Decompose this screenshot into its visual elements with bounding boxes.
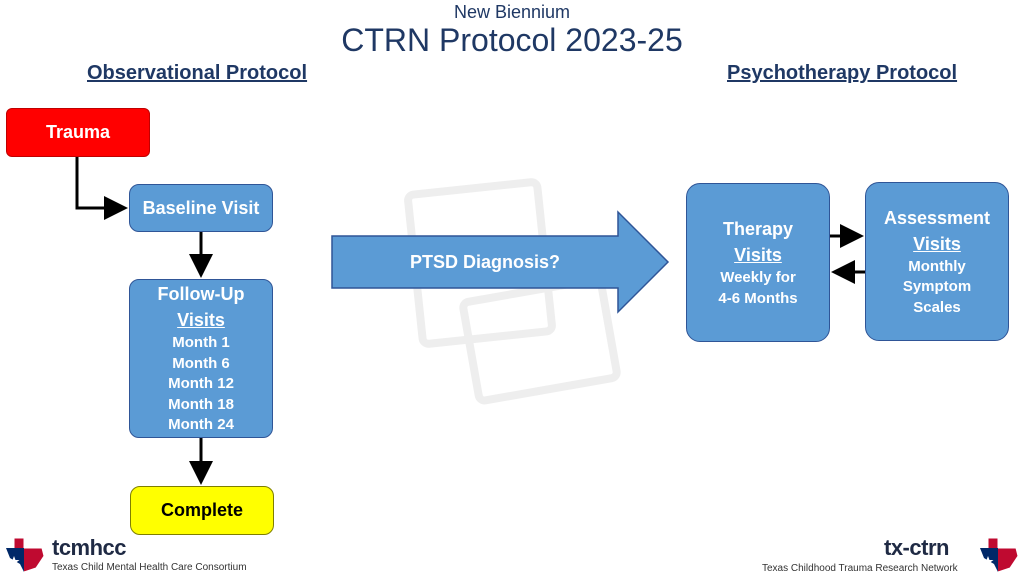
follow-up-visits-title: Visits — [177, 310, 225, 331]
ptsd-decision-arrow — [331, 210, 670, 314]
follow-up-month: Month 6 — [172, 354, 230, 372]
follow-up-visits-node: Follow-Up Visits Month 1 Month 6 Month 1… — [129, 279, 273, 438]
complete-label: Complete — [160, 500, 243, 520]
tcmhcc-caption: Texas Child Mental Health Care Consortiu… — [52, 562, 247, 573]
assessment-title: Assessment — [883, 207, 991, 228]
trauma-label: Trauma — [45, 122, 111, 142]
follow-up-month: Month 24 — [168, 416, 234, 434]
assessment-detail: Symptom — [902, 278, 972, 296]
follow-up-month: Month 12 — [168, 375, 234, 393]
assessment-detail: Scales — [913, 298, 961, 316]
therapy-detail: 4-6 Months — [718, 289, 798, 307]
baseline-visit-node: Baseline Visit — [129, 184, 273, 232]
decision-label: PTSD Diagnosis? — [409, 252, 561, 272]
assessment-detail: Monthly — [908, 257, 966, 275]
therapy-detail: Weekly for — [720, 269, 796, 286]
trauma-node: Trauma — [6, 108, 150, 157]
therapy-visits-title: Visits — [734, 245, 782, 265]
assessment-visits-node: Assessment Visits Monthly Symptom Scales — [865, 182, 1009, 341]
texas-flag-icon — [979, 537, 1019, 573]
observational-protocol-heading: Observational Protocol — [87, 62, 308, 84]
tx-ctrn-logo: tx-ctrn — [884, 535, 949, 560]
follow-up-month: Month 18 — [168, 395, 234, 413]
tcmhcc-logo: tcmhcc — [52, 535, 127, 560]
tx-ctrn-caption: Texas Childhood Trauma Research Network — [762, 563, 958, 574]
subtitle: New Biennium — [453, 2, 571, 22]
complete-node: Complete — [130, 486, 274, 535]
therapy-title: Therapy — [722, 219, 794, 239]
page-title: CTRN Protocol 2023-25 — [341, 22, 683, 58]
follow-up-month: Month 1 — [172, 334, 230, 352]
texas-flag-icon — [5, 537, 45, 573]
psychotherapy-protocol-heading: Psychotherapy Protocol — [727, 62, 958, 84]
follow-up-title: Follow-Up — [157, 284, 245, 305]
therapy-visits-node: Therapy Visits Weekly for 4-6 Months — [686, 183, 830, 342]
connector-trauma-baseline — [75, 157, 128, 220]
baseline-visit-label: Baseline Visit — [142, 198, 260, 218]
watermark-icon — [404, 178, 621, 405]
assessment-visits-title: Visits — [913, 233, 961, 254]
